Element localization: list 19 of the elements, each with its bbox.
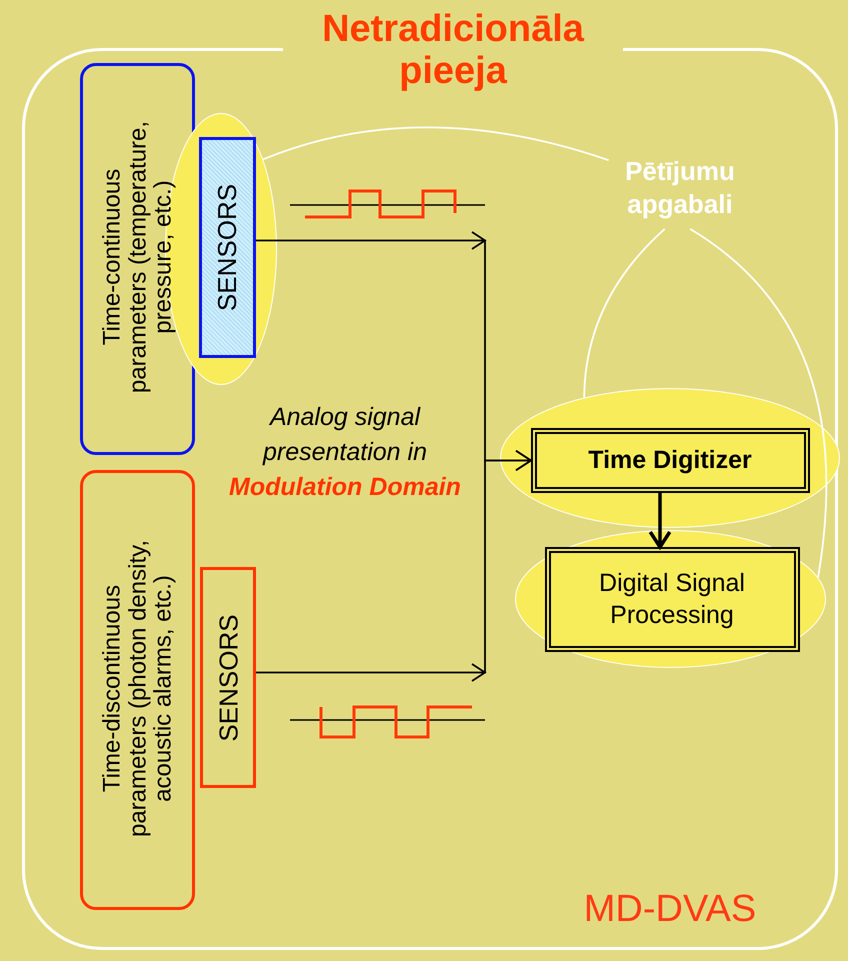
vertical-text: SENSORS <box>212 612 244 744</box>
diagram-label: MD-DVAS <box>582 887 758 932</box>
arrow <box>648 491 672 550</box>
sensor-box <box>198 136 256 358</box>
process-box <box>544 546 800 652</box>
box-text: Time Digitizer <box>588 444 752 476</box>
vertical-text: Time-continuous parameters (temperature, pressure, etc.) <box>96 119 178 395</box>
arrow <box>255 450 533 682</box>
sensor-box <box>200 567 256 788</box>
leader-line <box>690 228 828 578</box>
vertical-text: SENSORS <box>210 182 243 313</box>
box-text: Digital Signal Processing <box>598 568 746 631</box>
parameter-box <box>80 470 195 910</box>
caption-text: Analog signal presentation in Modulation Domain <box>228 402 462 503</box>
process-box <box>530 428 810 492</box>
vertical-text: Time-discontinuous parameters (photon density, acoustic alarms, etc.) <box>96 538 178 839</box>
area-label-text: Pētījumu apgabali <box>624 155 736 220</box>
leader-line <box>583 228 666 398</box>
leader-line <box>262 126 609 162</box>
